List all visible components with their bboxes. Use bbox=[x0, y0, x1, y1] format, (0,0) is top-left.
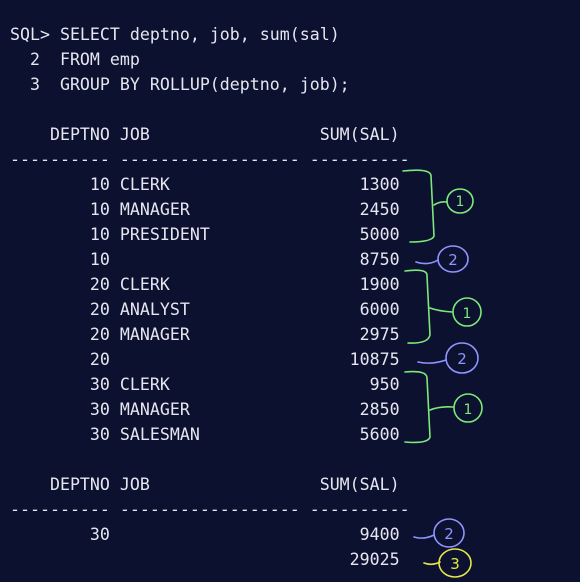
result-header: DEPTNO JOB SUM(SAL) bbox=[10, 125, 400, 144]
result-row: 10 MANAGER 2450 bbox=[10, 200, 400, 219]
result-row: 20 10875 bbox=[10, 350, 400, 369]
result-header: DEPTNO JOB SUM(SAL) bbox=[10, 475, 400, 494]
mark-group-2 bbox=[417, 342, 479, 374]
annotation-label-2: 2 bbox=[444, 525, 454, 543]
result-separator: ---------- ------------------ ---------- bbox=[10, 150, 410, 169]
result-row: 10 8750 bbox=[10, 250, 400, 269]
annotation-label-1: 1 bbox=[463, 306, 472, 322]
result-row: 10 CLERK 1300 bbox=[10, 175, 400, 194]
result-row: 30 9400 bbox=[10, 525, 400, 544]
bracket-group-1 bbox=[402, 169, 474, 243]
query-line-1: SQL> SELECT deptno, job, sum(sal) bbox=[10, 25, 340, 44]
query-line-3: 3 GROUP BY ROLLUP(deptno, job); bbox=[10, 75, 350, 94]
result-row: 20 MANAGER 2975 bbox=[10, 325, 400, 344]
result-row: 10 PRESIDENT 5000 bbox=[10, 225, 400, 244]
result-row: 30 MANAGER 2850 bbox=[10, 400, 400, 419]
annotation-label-1: 1 bbox=[456, 194, 465, 210]
annotation-label-3: 3 bbox=[450, 555, 460, 573]
mark-group-3 bbox=[423, 548, 472, 578]
annotation-label-2: 2 bbox=[457, 350, 467, 368]
mark-group-2 bbox=[413, 518, 465, 548]
bracket-group-1 bbox=[404, 269, 482, 344]
bracket-group-1 bbox=[404, 370, 483, 444]
result-separator: ---------- ------------------ ---------- bbox=[10, 500, 410, 519]
result-row: 29025 bbox=[10, 550, 400, 569]
result-row: 20 CLERK 1900 bbox=[10, 275, 400, 294]
query-line-2: 2 FROM emp bbox=[10, 50, 140, 69]
result-row: 30 SALESMAN 5600 bbox=[10, 425, 400, 444]
annotation-label-1: 1 bbox=[464, 402, 473, 418]
annotation-label-2: 2 bbox=[448, 251, 458, 269]
mark-group-2 bbox=[415, 245, 469, 273]
result-row: 20 ANALYST 6000 bbox=[10, 300, 400, 319]
result-row: 30 CLERK 950 bbox=[10, 375, 400, 394]
